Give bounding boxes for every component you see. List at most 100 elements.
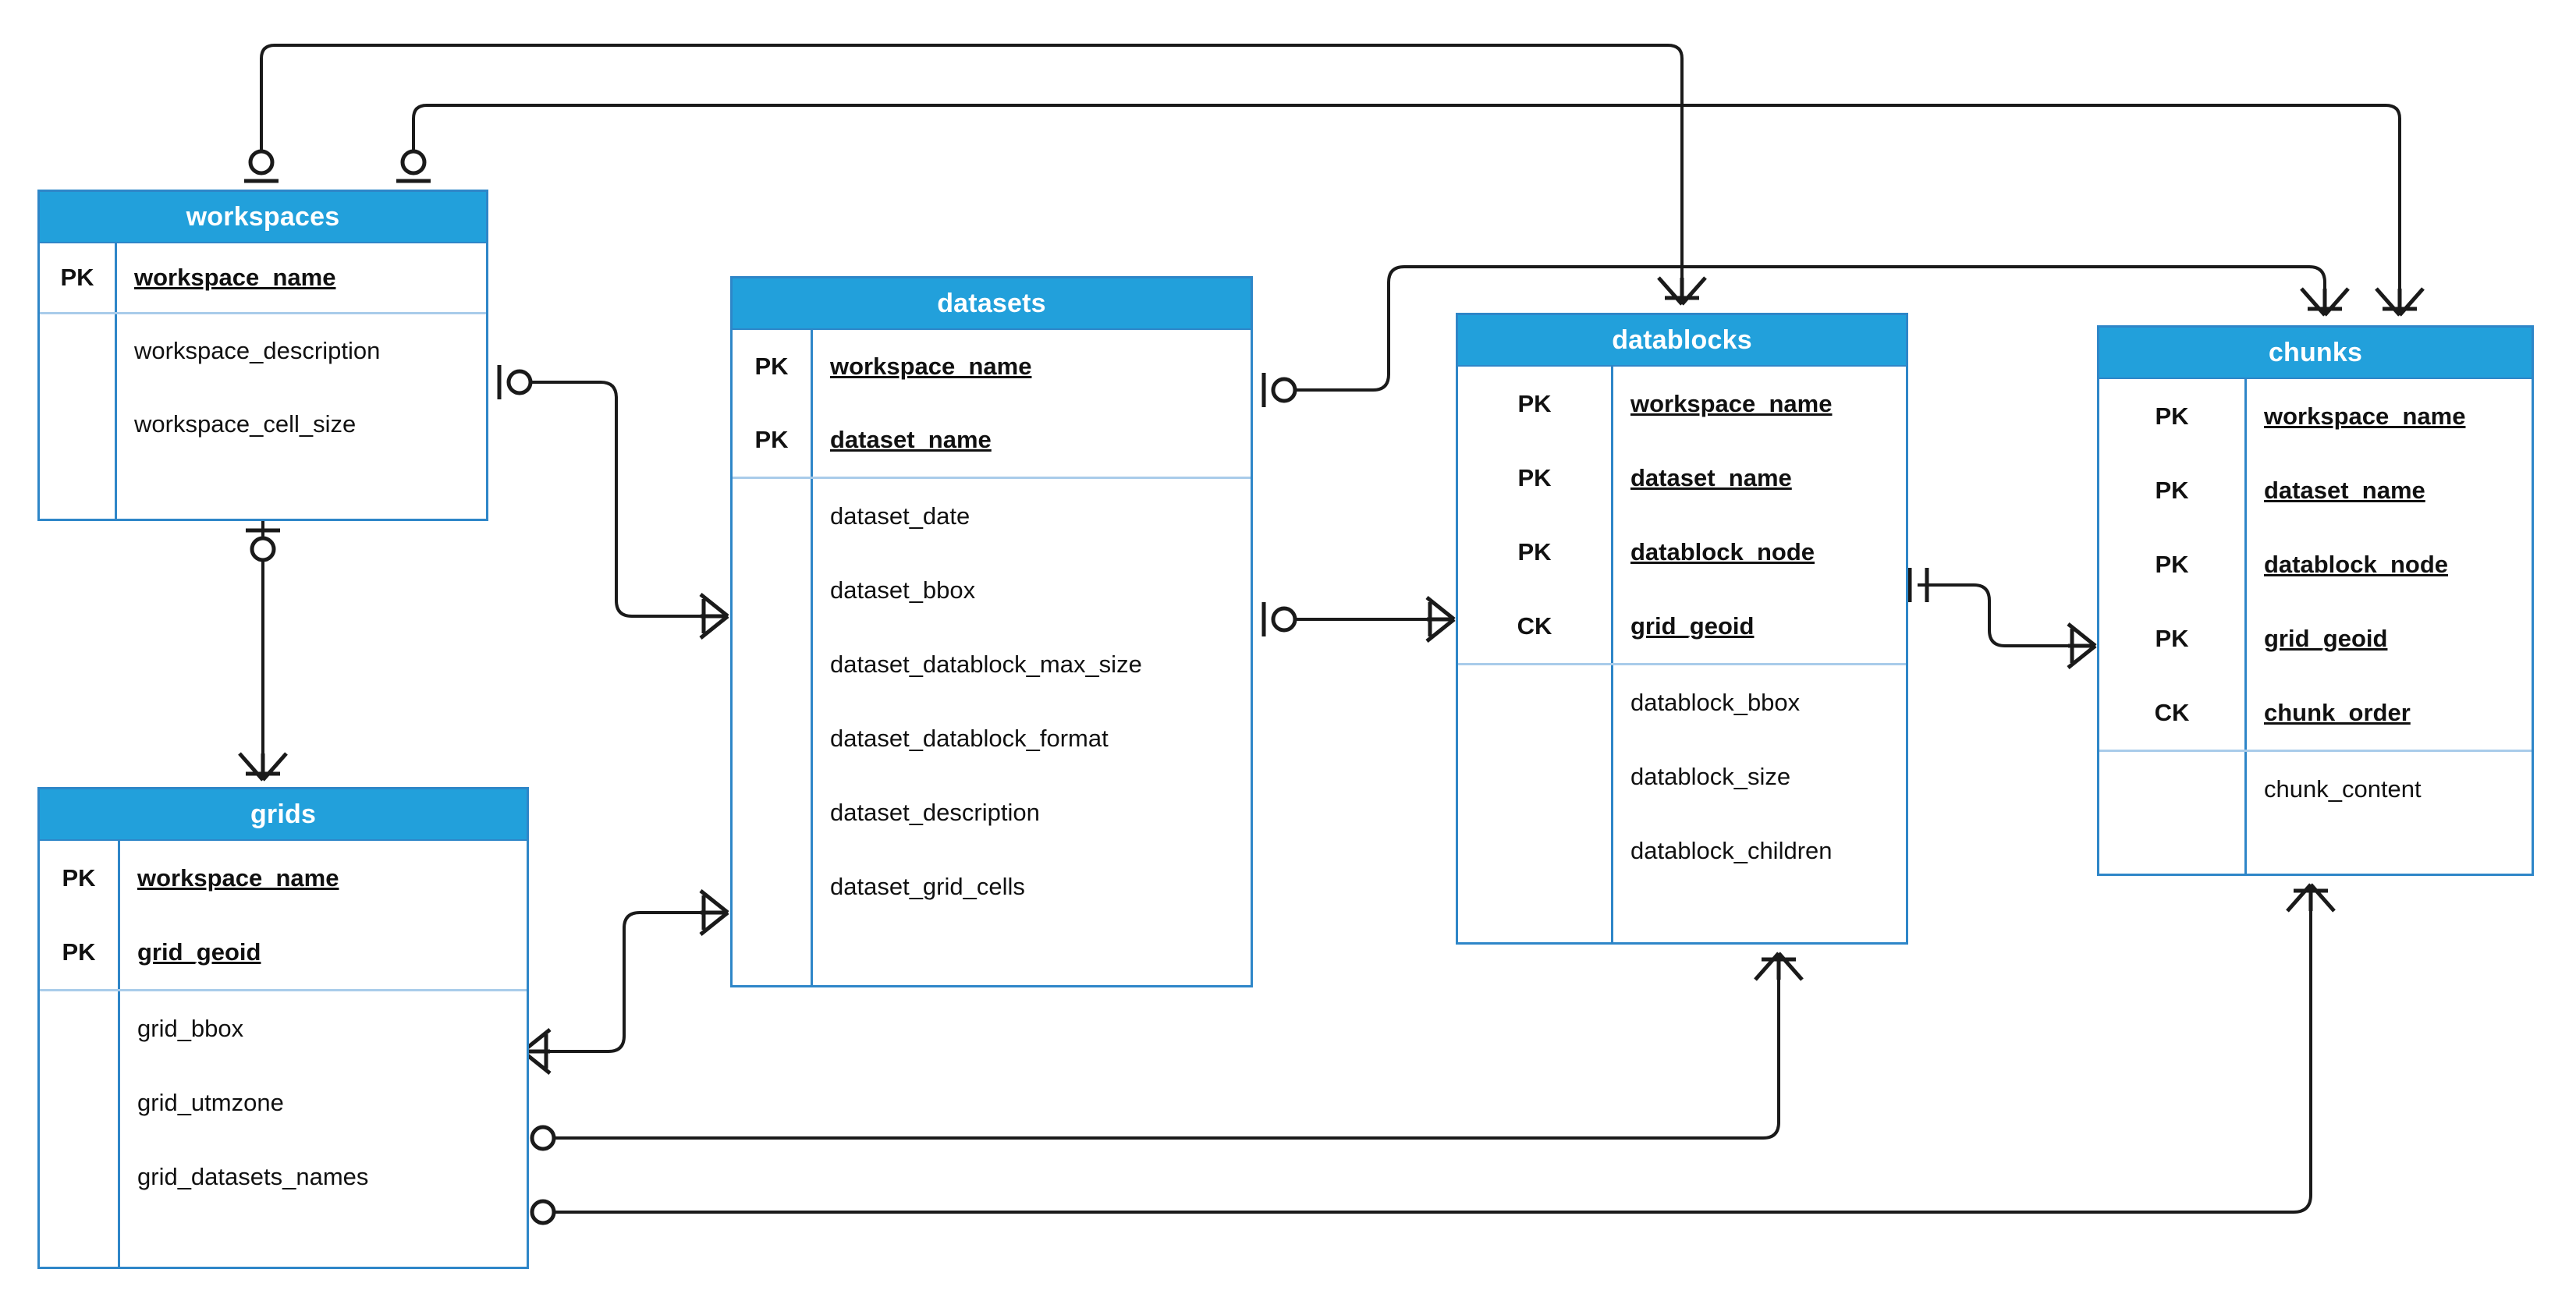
key-tag <box>40 314 115 388</box>
attribute-section-workspaces: workspace_description workspace_cell_size <box>40 314 486 519</box>
column-name-cell: grid_utmzone <box>118 1065 527 1140</box>
column-divider <box>2244 379 2247 750</box>
edge-grids-datasets[interactable] <box>521 889 729 1075</box>
column-name-cell: workspace_name <box>811 330 1251 403</box>
attribute-row[interactable]: grid_datasets_names <box>40 1140 527 1214</box>
column-divider <box>2244 752 2247 874</box>
attribute-row[interactable]: dataset_grid_cells <box>733 849 1251 924</box>
column-name-cell: dataset_description <box>811 775 1251 849</box>
column-name-cell: grid_geoid <box>1611 589 1906 663</box>
column-name-label: dataset_name <box>2264 476 2425 504</box>
key-section-workspaces: PK workspace_name <box>40 243 486 314</box>
column-name-label: workspace_description <box>134 337 381 364</box>
attribute-row[interactable]: chunk_content <box>2099 752 2532 826</box>
column-name-label: workspace_name <box>137 863 339 892</box>
column-name-cell: workspace_cell_size <box>115 388 486 461</box>
edge-workspaces-grids[interactable] <box>238 521 288 782</box>
key-row[interactable]: CK chunk_order <box>2099 675 2532 750</box>
entity-title-workspaces: workspaces <box>40 192 486 243</box>
attribute-row[interactable]: grid_bbox <box>40 991 527 1065</box>
attribute-row[interactable]: workspace_description <box>40 314 486 388</box>
entity-title-chunks: chunks <box>2099 328 2532 379</box>
key-tag <box>733 775 811 849</box>
attribute-row[interactable]: dataset_bbox <box>733 553 1251 627</box>
key-tag: PK <box>62 863 96 892</box>
attribute-row[interactable]: datablock_size <box>1458 739 1906 814</box>
column-name-label: dataset_name <box>830 426 992 453</box>
attribute-row[interactable]: dataset_datablock_format <box>733 701 1251 775</box>
attribute-row[interactable]: datablock_children <box>1458 814 1906 888</box>
key-tag: CK <box>2154 698 2190 726</box>
key-tag <box>40 1140 118 1214</box>
entity-title-grids: grids <box>40 789 527 841</box>
attribute-row[interactable]: datablock_bbox <box>1458 665 1906 739</box>
column-name-cell: datablock_children <box>1611 814 1906 888</box>
column-name-cell: dataset_grid_cells <box>811 849 1251 924</box>
key-row[interactable]: PK workspace_name <box>40 243 486 312</box>
key-row[interactable]: PK workspace_name <box>733 330 1251 403</box>
column-name-cell: workspace_name <box>115 243 486 312</box>
column-name-cell: workspace_name <box>2244 379 2532 453</box>
column-name-label: grid_datasets_names <box>137 1162 369 1190</box>
column-name-label: datablock_node <box>2264 550 2448 578</box>
column-name-cell: datablock_node <box>2244 527 2532 601</box>
attribute-row[interactable]: dataset_date <box>733 479 1251 553</box>
key-row[interactable]: PK dataset_name <box>2099 453 2532 527</box>
edge-workspaces-chunks[interactable] <box>396 104 2425 317</box>
key-row[interactable]: PK workspace_name <box>2099 379 2532 453</box>
key-tag: PK <box>2155 402 2189 430</box>
column-name-label: workspace_name <box>830 353 1032 380</box>
key-tag <box>40 388 115 461</box>
column-name-cell: datablock_size <box>1611 739 1906 814</box>
attribute-row[interactable]: dataset_datablock_max_size <box>733 627 1251 701</box>
column-name-label: grid_geoid <box>1630 612 1755 640</box>
column-name-cell: datablock_bbox <box>1611 665 1906 739</box>
column-name-label: chunk_order <box>2264 698 2411 726</box>
column-name-label: grid_geoid <box>2264 624 2388 652</box>
key-row[interactable]: PK grid_geoid <box>2099 601 2532 675</box>
column-name-label: workspace_name <box>134 264 336 291</box>
attribute-row[interactable]: workspace_cell_size <box>40 388 486 461</box>
key-row[interactable]: PK workspace_name <box>40 841 527 915</box>
column-name-label: dataset_bbox <box>830 576 976 604</box>
key-tag: PK <box>1517 389 1552 417</box>
column-name-cell: workspace_name <box>1611 367 1906 441</box>
attribute-row[interactable]: dataset_description <box>733 775 1251 849</box>
edge-datasets-datablocks[interactable] <box>1261 596 1456 643</box>
column-divider <box>811 330 813 477</box>
key-row[interactable]: PK workspace_name <box>1458 367 1906 441</box>
edge-datablocks-chunks[interactable] <box>1907 568 2097 669</box>
column-name-cell: dataset_datablock_max_size <box>811 627 1251 701</box>
key-tag: PK <box>754 353 789 380</box>
column-name-label: workspace_name <box>1630 389 1833 417</box>
key-tag: PK <box>60 264 94 291</box>
column-name-label: datablock_children <box>1630 836 1833 864</box>
key-tag: PK <box>2155 624 2189 652</box>
key-tag: PK <box>2155 476 2189 504</box>
column-name-label: chunk_content <box>2264 775 2422 803</box>
attribute-row[interactable]: grid_utmzone <box>40 1065 527 1140</box>
column-divider <box>115 243 117 312</box>
column-name-cell: datablock_node <box>1611 515 1906 589</box>
key-tag <box>733 479 811 553</box>
edge-workspaces-datasets[interactable] <box>497 365 729 640</box>
column-name-cell: dataset_name <box>811 403 1251 477</box>
column-name-label: datablock_bbox <box>1630 688 1801 716</box>
column-name-label: dataset_datablock_format <box>830 724 1109 752</box>
